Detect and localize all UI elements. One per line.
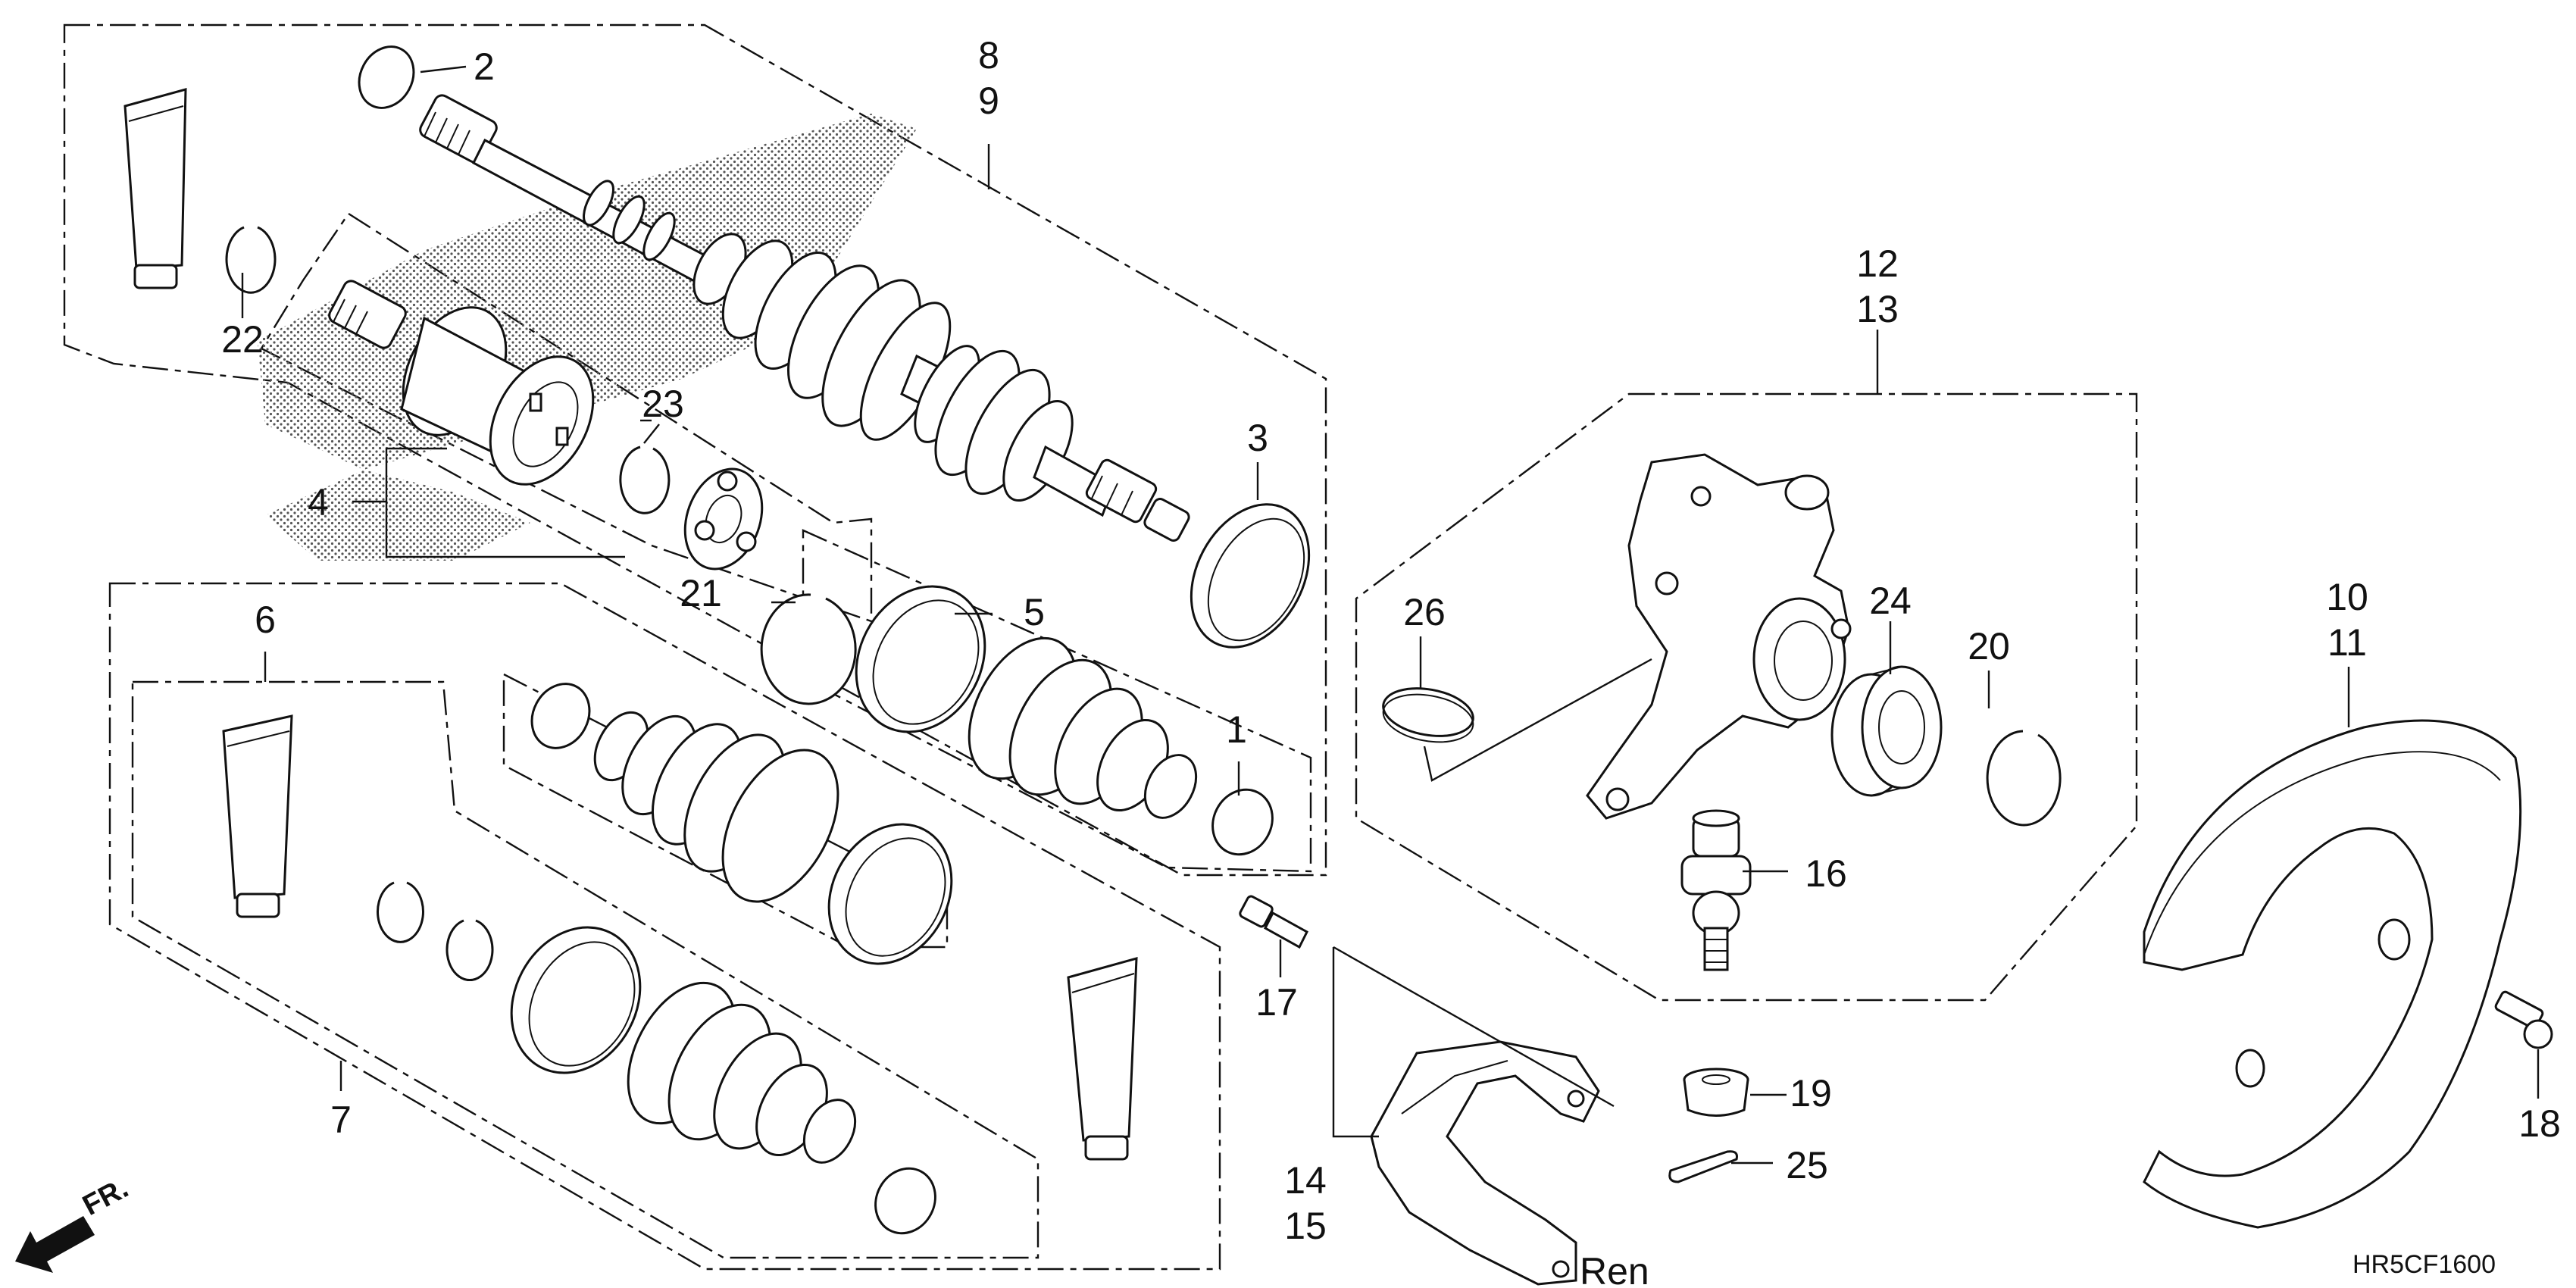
front-direction-indicator: FR.: [15, 1172, 133, 1273]
diagram-code: HR5CF1600: [2352, 1250, 2496, 1279]
callout-17: 17: [1255, 981, 1298, 1024]
dust-shield: [2143, 719, 2522, 1229]
wheel-bearing: [1830, 665, 1943, 797]
callout-24: 24: [1869, 580, 1912, 622]
callout-4: 4: [308, 481, 329, 524]
boot-inner-kit: [593, 711, 839, 903]
flange-bolt: [2494, 990, 2553, 1049]
callout-3: 3: [1247, 417, 1268, 459]
group-outlines: [63, 23, 2138, 1271]
callout-20: 20: [1968, 625, 2010, 667]
outline-inner-joint-set: [260, 212, 873, 623]
callout-21: 21: [680, 572, 722, 614]
callout-9: 9: [978, 80, 999, 122]
hose-guide-bracket: [1370, 1040, 1600, 1286]
callout-15: 15: [1284, 1205, 1327, 1247]
circlips: [225, 226, 2062, 982]
boot-lower-kit: [627, 981, 857, 1164]
outline-joint-set-6: [108, 582, 1221, 1271]
grease-tube-left: [222, 714, 293, 918]
cotter-pin: [1668, 1150, 1738, 1183]
callout-11: 11: [2327, 621, 2367, 664]
callout-labels: 1 2 3 4 5 6 7 8 9 10 11 12 13 14 15 16 1…: [221, 34, 2561, 1247]
outline-knuckle-assembly: [1355, 392, 2138, 1002]
leader-lines: [241, 65, 2540, 1274]
callout-6: 6: [255, 599, 276, 641]
callout-13: 13: [1856, 288, 1899, 330]
callout-2: 2: [474, 45, 495, 88]
callout-25: 25: [1786, 1144, 1828, 1186]
ren-label: Ren: [1580, 1250, 1649, 1288]
grease-tube-right: [1067, 957, 1138, 1161]
callout-8: 8: [978, 34, 999, 77]
callout-12: 12: [1856, 242, 1899, 285]
callout-1: 1: [1226, 708, 1247, 751]
inner-joint-housing: [328, 280, 595, 486]
callout-5: 5: [1024, 591, 1045, 633]
steering-knuckle: [1586, 453, 1852, 820]
callout-26: 26: [1403, 591, 1446, 633]
outline-driveshaft-assembly: [63, 23, 1327, 877]
direction-label: FR.: [78, 1172, 134, 1222]
callout-10: 10: [2326, 576, 2368, 618]
boot-inboard-kit: [968, 636, 1198, 819]
snap-ring-26: [1382, 687, 1474, 743]
drive-shaft: [419, 94, 1190, 542]
joint-cage: [683, 467, 764, 571]
outline-boot-kit-7: [131, 680, 1039, 1259]
grease-tube-top: [123, 88, 187, 289]
castle-nut: [1683, 1068, 1749, 1117]
boot-bands: [358, 45, 1311, 1235]
callout-23: 23: [642, 383, 684, 425]
arrow-icon: [15, 1216, 95, 1273]
callout-14: 14: [1284, 1159, 1327, 1202]
callout-18: 18: [2518, 1102, 2561, 1145]
callout-22: 22: [221, 318, 264, 361]
callout-19: 19: [1790, 1072, 1832, 1114]
callout-16: 16: [1805, 852, 1847, 895]
bolt-17: [1239, 895, 1308, 949]
callout-7: 7: [330, 1099, 352, 1141]
ball-joint: [1680, 809, 1752, 971]
